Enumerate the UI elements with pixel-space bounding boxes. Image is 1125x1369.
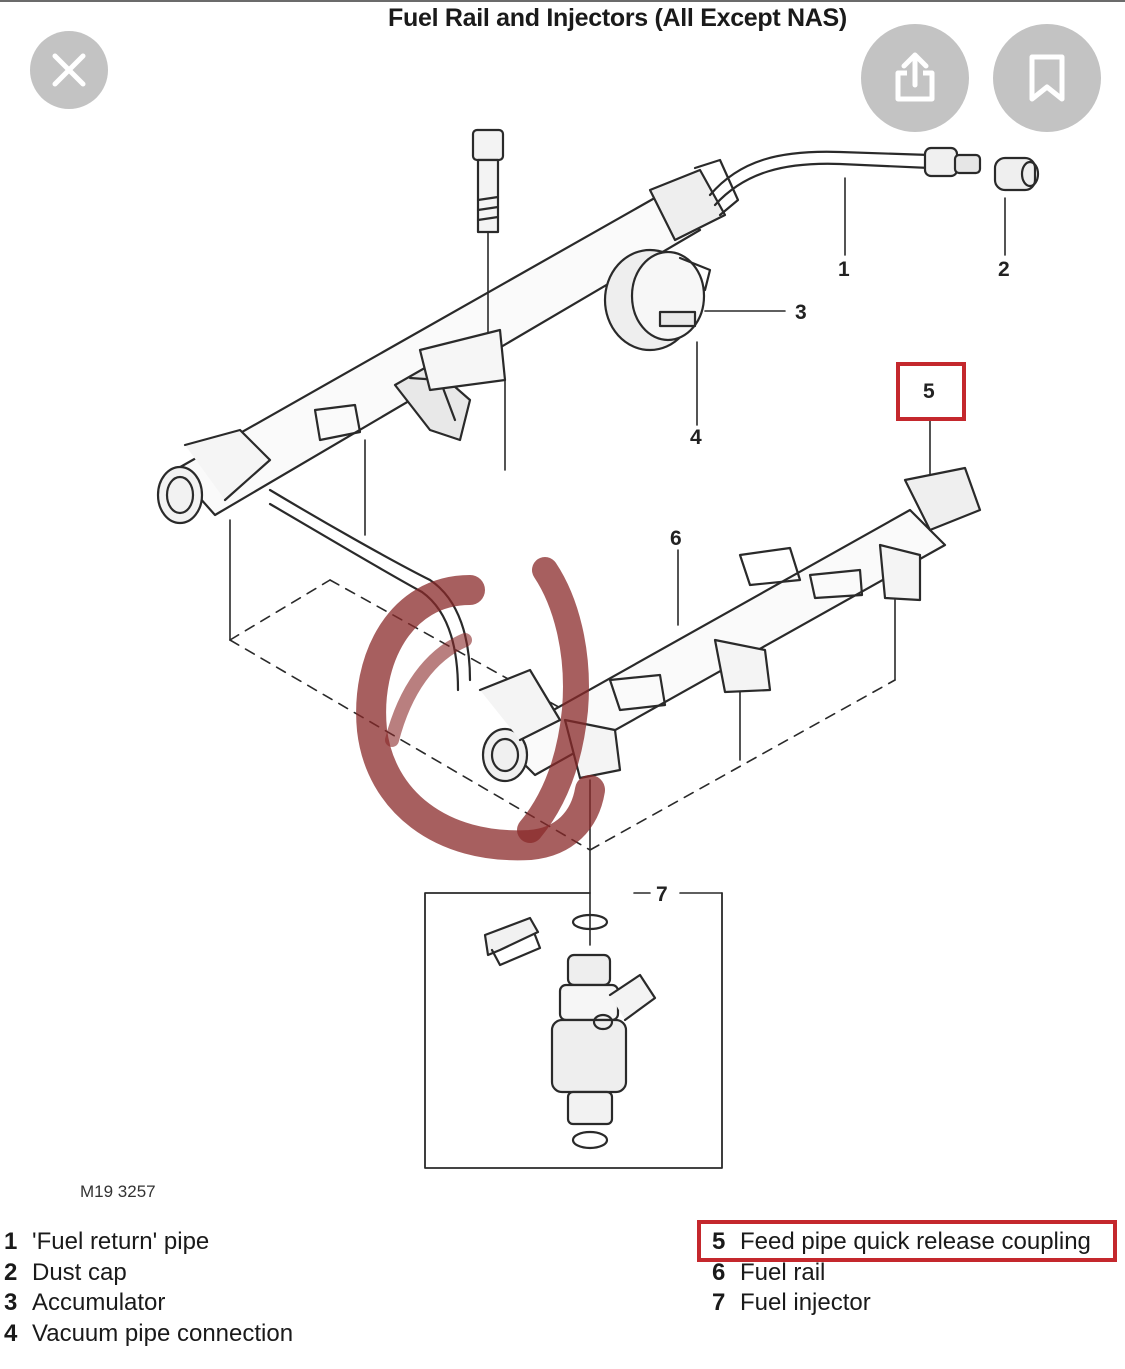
top-rule — [0, 0, 1125, 2]
vertical-guides — [229, 379, 896, 761]
figure-code: M19 3257 — [80, 1182, 156, 1201]
dust-cap — [993, 156, 1040, 192]
callout-3: 3 — [795, 301, 807, 324]
close-button[interactable] — [30, 31, 108, 109]
scribble-arrow-annotation — [356, 557, 605, 861]
bookmark-button[interactable] — [993, 24, 1101, 132]
callout-5-highlight — [896, 362, 966, 421]
callout-4: 4 — [690, 426, 702, 449]
legend-item-5-highlight — [697, 1220, 1117, 1262]
callout-7: 7 — [656, 883, 668, 906]
injector-box — [424, 892, 723, 1169]
share-button[interactable] — [861, 24, 969, 132]
bookmark-icon — [1029, 54, 1065, 102]
page-title: Fuel Rail and Injectors (All Except NAS) — [388, 4, 847, 32]
pipe-end-fitting — [923, 146, 982, 178]
callout-6: 6 — [670, 527, 682, 550]
legend-item: 1'Fuel return' pipe — [4, 1228, 210, 1255]
accumulator — [603, 248, 712, 352]
callout-5: 5 — [923, 380, 935, 403]
share-icon — [895, 52, 935, 102]
close-icon — [52, 53, 86, 87]
return-pipe — [708, 150, 932, 197]
callout-2: 2 — [998, 258, 1010, 281]
fuel-injector — [483, 913, 657, 1150]
callout-1: 1 — [838, 258, 850, 281]
